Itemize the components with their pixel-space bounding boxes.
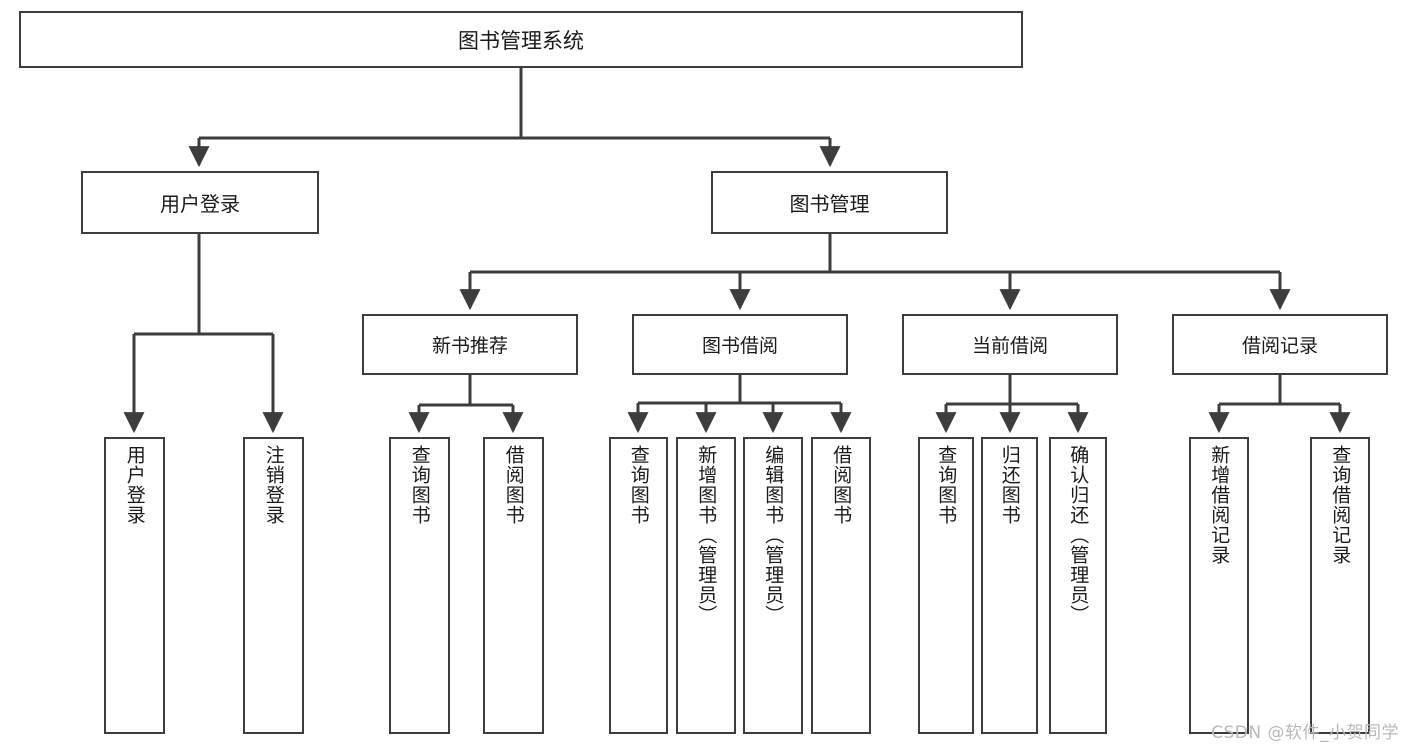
node-leaf-query-borrow-record[interactable]: 查询借阅记录 [1310, 437, 1370, 734]
node-leaf-confirm-return-admin[interactable]: 确认归还（管理员） [1049, 437, 1107, 734]
node-leaf-add-book-admin[interactable]: 新增图书（管理员） [676, 437, 736, 734]
node-leaf-user-logout-label: 注销登录 [262, 445, 285, 525]
node-leaf-borrow-book-recommend-label: 借阅图书 [502, 445, 525, 525]
node-leaf-query-book-recommend-label: 查询图书 [408, 445, 431, 525]
edges [123, 68, 1351, 434]
node-leaf-user-logout[interactable]: 注销登录 [243, 437, 304, 734]
node-new-book-recommend[interactable]: 新书推荐 [362, 314, 578, 375]
node-user-login[interactable]: 用户登录 [81, 171, 319, 234]
node-book-borrow[interactable]: 图书借阅 [632, 314, 848, 375]
node-leaf-confirm-return-admin-label: 确认归还（管理员） [1067, 445, 1090, 625]
node-leaf-edit-book-admin-label: 编辑图书（管理员） [762, 445, 785, 625]
node-leaf-add-book-admin-label: 新增图书（管理员） [695, 445, 718, 625]
node-leaf-edit-book-admin[interactable]: 编辑图书（管理员） [743, 437, 803, 734]
node-leaf-query-book-borrow[interactable]: 查询图书 [609, 437, 668, 734]
node-leaf-add-borrow-record[interactable]: 新增借阅记录 [1189, 437, 1249, 734]
node-borrow-record-label: 借阅记录 [1241, 335, 1318, 357]
node-borrow-record[interactable]: 借阅记录 [1172, 314, 1388, 375]
node-book-manage-label: 图书管理 [789, 192, 870, 216]
node-leaf-query-book-current-label: 查询图书 [935, 445, 958, 525]
node-leaf-return-book-label: 归还图书 [998, 445, 1021, 525]
node-leaf-add-borrow-record-label: 新增借阅记录 [1208, 445, 1231, 565]
node-leaf-borrow-book[interactable]: 借阅图书 [811, 437, 871, 734]
node-new-book-recommend-label: 新书推荐 [431, 335, 508, 357]
node-user-login-label: 用户登录 [160, 192, 240, 216]
node-leaf-query-book-borrow-label: 查询图书 [627, 445, 650, 525]
node-leaf-query-book-current[interactable]: 查询图书 [918, 437, 974, 734]
node-current-borrow-label: 当前借阅 [971, 335, 1048, 357]
node-book-manage[interactable]: 图书管理 [711, 171, 948, 234]
node-book-borrow-label: 图书借阅 [701, 335, 778, 357]
node-root[interactable]: 图书管理系统 [19, 11, 1023, 68]
node-leaf-user-login-label: 用户登录 [123, 445, 146, 525]
node-leaf-query-book-recommend[interactable]: 查询图书 [389, 437, 450, 734]
node-leaf-query-borrow-record-label: 查询借阅记录 [1329, 445, 1352, 565]
node-root-label: 图书管理系统 [458, 28, 584, 53]
node-leaf-return-book[interactable]: 归还图书 [981, 437, 1038, 734]
node-leaf-borrow-book-recommend[interactable]: 借阅图书 [483, 437, 544, 734]
node-leaf-user-login[interactable]: 用户登录 [104, 437, 165, 734]
node-current-borrow[interactable]: 当前借阅 [902, 314, 1118, 375]
node-leaf-borrow-book-label: 借阅图书 [830, 445, 853, 525]
